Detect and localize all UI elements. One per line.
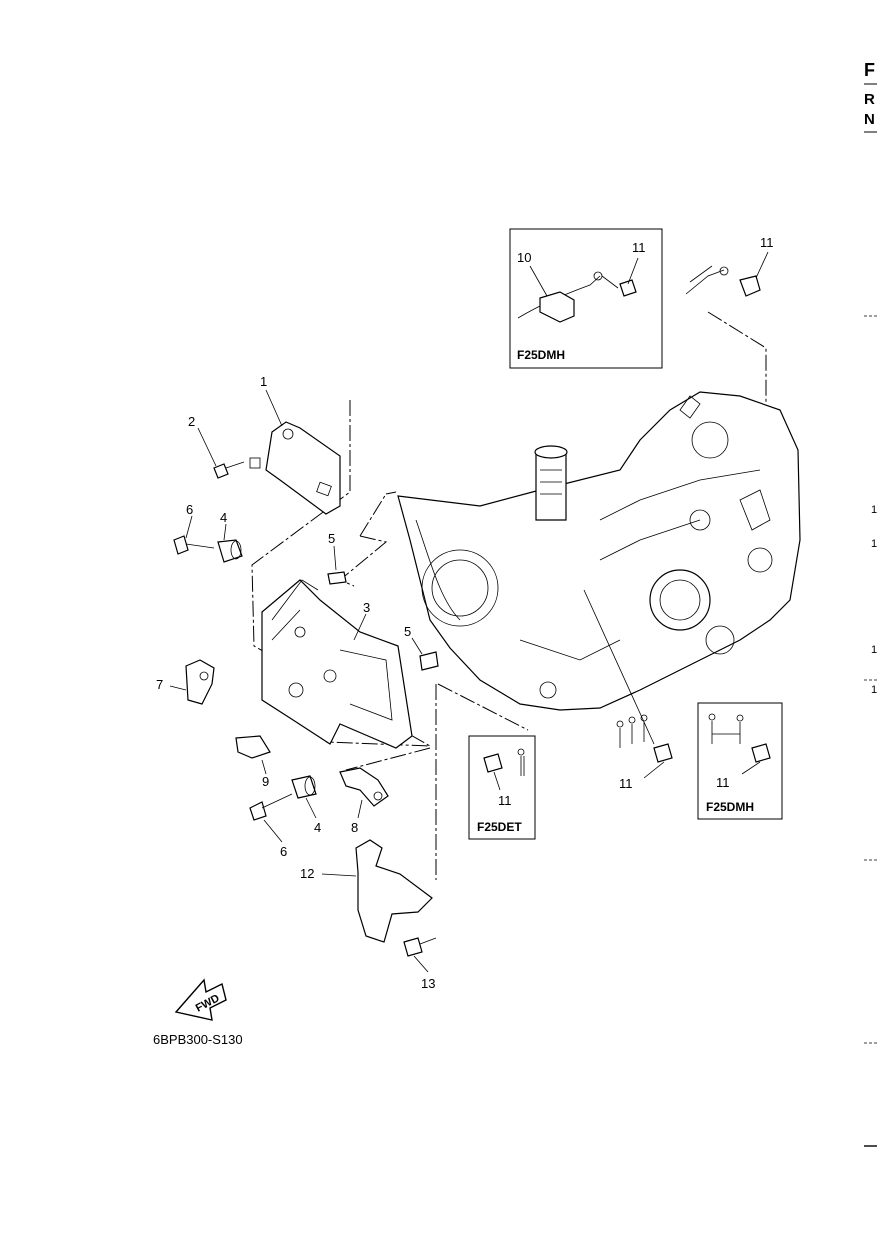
callout-6: 6 [186,502,193,517]
callout-11: 11 [760,235,774,250]
reference-code: 6BPB300-S130 [153,1032,243,1047]
callout-1: 1 [260,374,267,389]
callout-11: 11 [498,793,512,808]
edge-letter-n: N [864,111,875,128]
callout-13: 13 [421,976,435,991]
callout-4: 4 [220,510,227,525]
inset-box-right: 11 F25DMH [697,702,783,820]
inset-label-f25det: F25DET [477,820,522,834]
callout-12: 12 [300,866,314,881]
inset-label-f25dmh-top: F25DMH [517,348,565,362]
callout-10: 10 [517,250,531,265]
callout-7: 7 [156,677,163,692]
callout-8: 8 [351,820,358,835]
edge-letter-r: R [864,91,875,108]
page-edge: F R N 1 1 1 1 [864,60,877,1147]
edge-mark: 1 [871,644,877,656]
callout-5: 5 [404,624,411,639]
callout-5: 5 [328,531,335,546]
edge-letter-f: F [864,60,875,80]
edge-mark: 1 [871,538,877,550]
inset-box-middle: 11 F25DET [468,735,536,840]
callout-4: 4 [314,820,321,835]
callout-2: 2 [188,414,195,429]
callout-9: 9 [262,774,269,789]
inset-box-top: 10 11 F25DMH [509,228,663,369]
callout-11: 11 [716,775,730,790]
edge-mark: 1 [871,684,877,696]
callout-11: 11 [632,240,646,255]
callout-6: 6 [280,844,287,859]
callout-3: 3 [363,600,370,615]
ground-wires-lower: 11 [583,589,673,791]
edge-mark: 1 [871,504,877,516]
inset-label-f25dmh-right: F25DMH [706,800,754,814]
engine-crankcase [397,391,801,711]
fwd-arrow: FWD [174,978,227,1021]
exploded-parts: 1 2 6 4 5 5 3 7 [156,374,529,991]
callout-11: 11 [619,776,633,791]
